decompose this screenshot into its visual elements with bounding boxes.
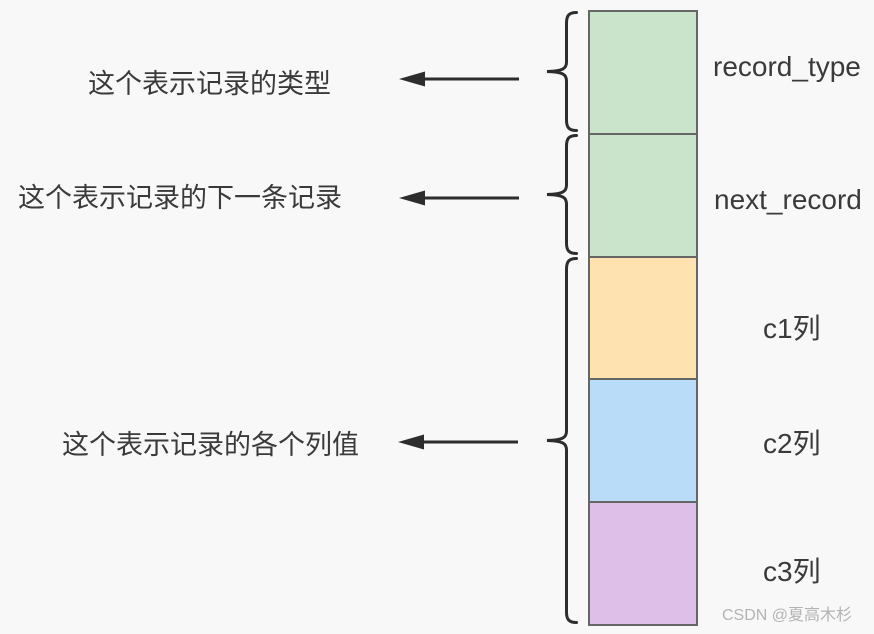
block-next-record: [590, 133, 696, 256]
record-structure: [588, 10, 698, 626]
watermark-text: CSDN @夏高木杉: [722, 607, 853, 624]
label-c3: c3列: [763, 556, 821, 587]
block-c2: [590, 378, 696, 501]
label-c2: c2列: [763, 428, 821, 459]
annotation-record-type: 这个表示记录的类型: [88, 69, 331, 99]
annotation-next-record: 这个表示记录的下一条记录: [18, 183, 342, 213]
block-c1: [590, 256, 696, 378]
annotation-columns: 这个表示记录的各个列值: [62, 430, 359, 460]
brace-next-record-icon: [546, 134, 578, 255]
label-next-record: next_record: [714, 184, 862, 215]
arrow-next-record-icon: [399, 190, 519, 206]
brace-record-type-icon: [546, 11, 578, 132]
block-c3: [590, 501, 696, 624]
block-record-type: [590, 12, 696, 133]
label-c1: c1列: [763, 313, 821, 344]
arrow-record-type-icon: [399, 71, 519, 87]
arrow-columns-icon: [398, 434, 518, 450]
label-record-type: record_type: [713, 51, 861, 82]
brace-columns-icon: [546, 257, 578, 624]
